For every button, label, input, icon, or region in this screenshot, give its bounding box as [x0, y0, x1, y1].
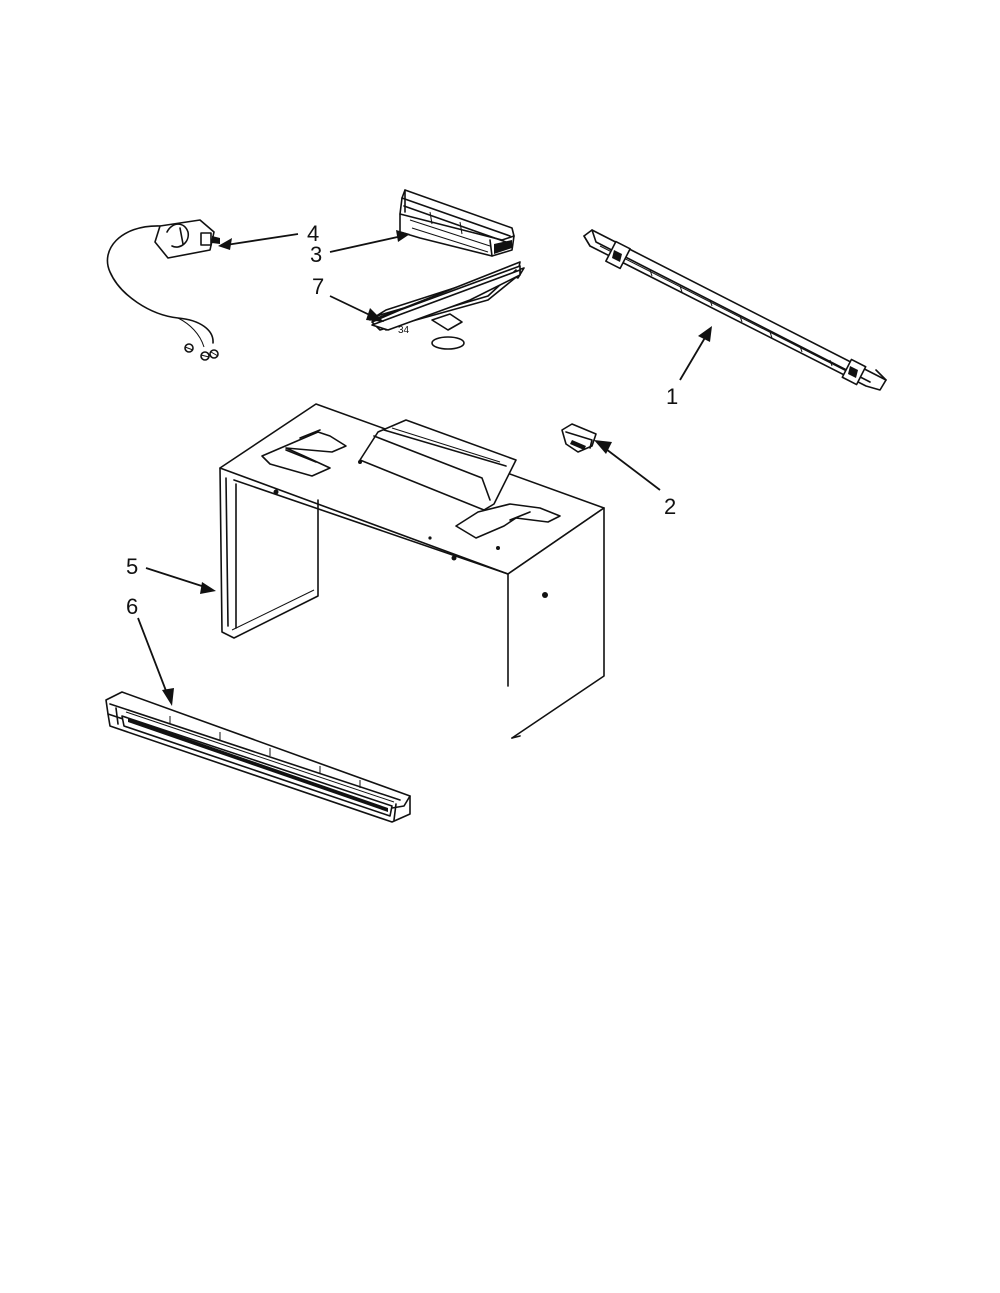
callout-4: 4: [307, 221, 319, 246]
callout-2: 2: [664, 494, 676, 519]
callout-3: 3: [310, 242, 322, 267]
part-1-mounting-rail: [583, 229, 887, 391]
part-5-cabinet-wrapper: [219, 403, 605, 739]
callout-6: 6: [126, 594, 138, 619]
part-4-sensor-harness: [106, 219, 220, 361]
part-7-damper-plate: 34: [369, 261, 525, 350]
callout-1: 1: [666, 384, 678, 409]
part-3-vent-grille: [399, 189, 515, 257]
callout-numbers: 4 3 7 1 2 5 6: [126, 221, 678, 619]
part-6-front-trim: [105, 691, 411, 823]
leader-lines: [137, 230, 712, 706]
part-2-clip: [561, 423, 597, 453]
callout-7: 7: [312, 274, 324, 299]
wire-terminal-icon: [184, 343, 194, 353]
damper-knob-icon: [431, 336, 465, 350]
callout-5: 5: [126, 554, 138, 579]
part-7-stamp-label: 34: [398, 325, 410, 336]
